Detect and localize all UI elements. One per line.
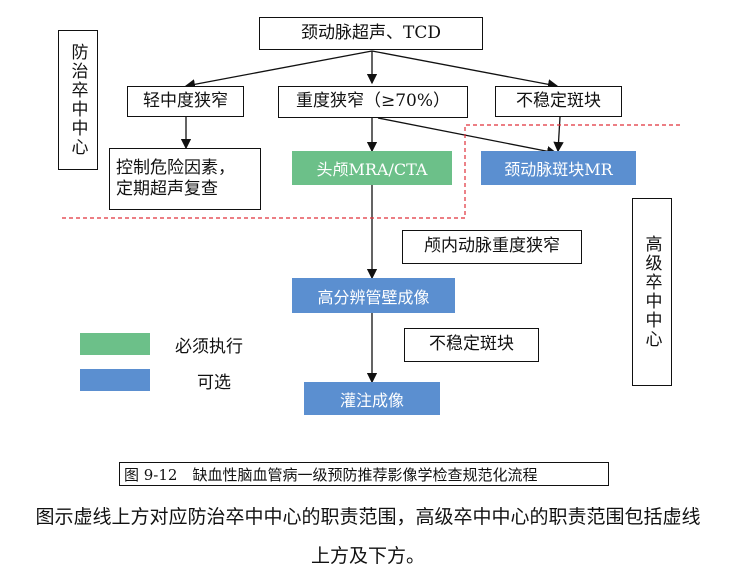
legend-label-required: 必须执行 bbox=[175, 337, 243, 357]
node-mild-stenosis: 轻中度狭窄 bbox=[127, 86, 244, 117]
node-control-risk-text: 控制危险因素， 定期超声复查 bbox=[116, 157, 235, 199]
arrow-root-to-mild bbox=[184, 50, 373, 90]
arrow-unstable-to-carotid-mr bbox=[553, 116, 564, 153]
left-center-label: 防治卒中中心 bbox=[58, 30, 98, 170]
node-hr-wall-imaging-text: 高分辨管壁成像 bbox=[317, 287, 430, 307]
node-root-text: 颈动脉超声、TCD bbox=[301, 22, 441, 43]
node-head-mra-text: 头颅MRA/CTA bbox=[316, 160, 428, 179]
node-root: 颈动脉超声、TCD bbox=[259, 17, 483, 50]
boundary-dashed-line bbox=[62, 124, 683, 219]
node-intracranial-stenosis-text: 颅内动脉重度狭窄 bbox=[424, 236, 560, 257]
node-carotid-mr-text: 颈动脉斑块MR bbox=[504, 160, 613, 179]
node-unstable-plaque-bottom: 不稳定斑块 bbox=[404, 328, 539, 362]
node-hr-wall-imaging: 高分辨管壁成像 bbox=[292, 278, 455, 313]
node-carotid-mr: 颈动脉斑块MR bbox=[481, 151, 636, 185]
legend-swatch-optional bbox=[80, 369, 150, 391]
figure-caption: 图 9-12 缺血性脑血管病一级预防推荐影像学检查规范化流程 bbox=[119, 462, 609, 486]
note-line-1: 图示虚线上方对应防治卒中中心的职责范围，高级卒中中心的职责范围包括虚线 bbox=[35, 506, 701, 528]
right-center-label: 高级卒中中心 bbox=[632, 198, 672, 386]
left-center-label-text: 防治卒中中心 bbox=[67, 43, 88, 157]
right-center-label-text: 高级卒中中心 bbox=[641, 235, 662, 349]
legend-label-optional: 可选 bbox=[197, 373, 231, 393]
arrow-root-to-unstable bbox=[371, 50, 559, 90]
legend-swatch-required bbox=[80, 333, 150, 355]
node-perfusion-imaging: 灌注成像 bbox=[304, 382, 440, 415]
node-mild-stenosis-text: 轻中度狭窄 bbox=[143, 90, 228, 111]
note-line-2: 上方及下方。 bbox=[310, 545, 425, 567]
node-severe-stenosis-text: 重度狭窄（≥70%） bbox=[295, 91, 451, 112]
node-control-risk: 控制危险因素， 定期超声复查 bbox=[109, 148, 261, 210]
arrow-severe-to-carotid-mr bbox=[377, 117, 558, 157]
node-unstable-plaque-bottom-text: 不稳定斑块 bbox=[429, 334, 514, 355]
node-unstable-plaque-top: 不稳定斑块 bbox=[495, 86, 622, 117]
node-perfusion-imaging-text: 灌注成像 bbox=[339, 390, 404, 410]
node-severe-stenosis: 重度狭窄（≥70%） bbox=[278, 86, 468, 118]
node-unstable-plaque-top-text: 不稳定斑块 bbox=[516, 90, 601, 111]
node-intracranial-stenosis: 颅内动脉重度狭窄 bbox=[402, 230, 582, 264]
node-head-mra: 头颅MRA/CTA bbox=[292, 151, 452, 185]
